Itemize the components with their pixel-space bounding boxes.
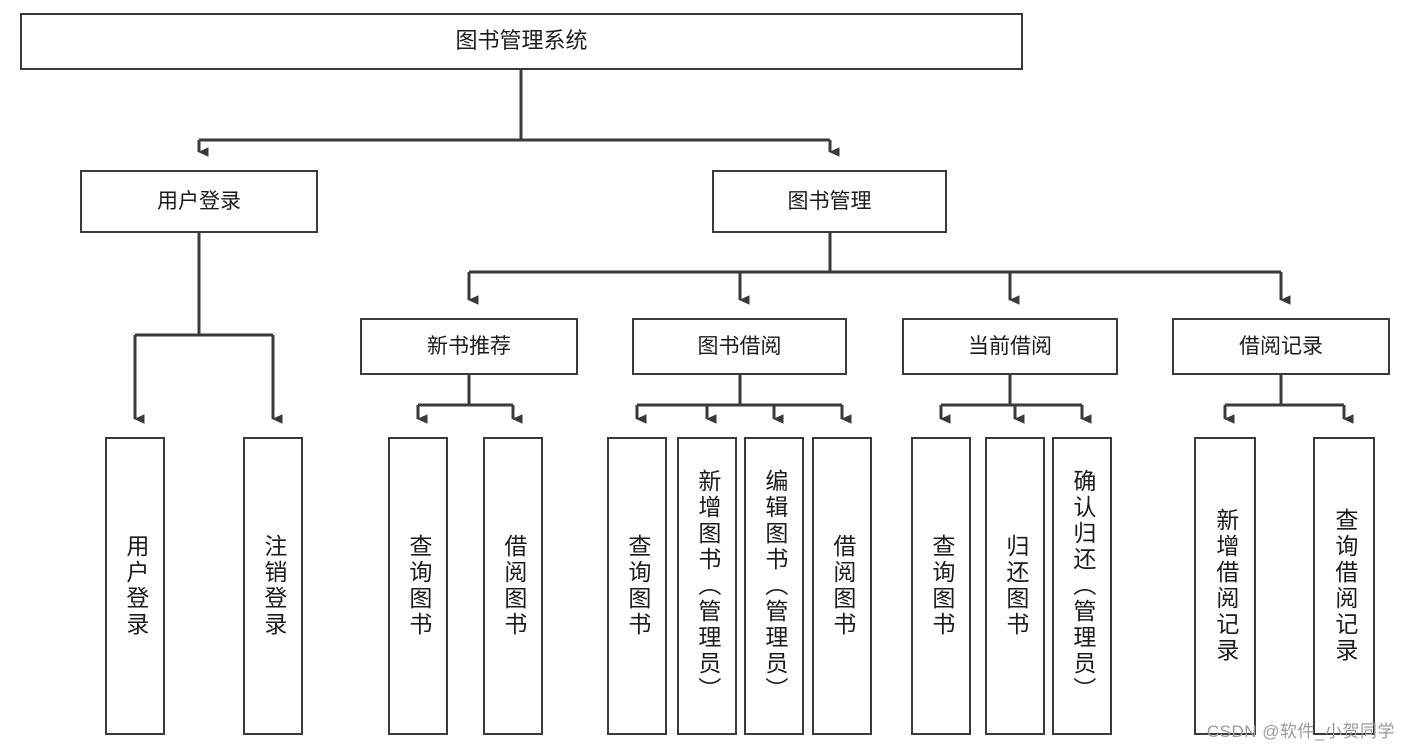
leaf-query-book-3[interactable]: 查询图书 <box>911 437 971 735</box>
node-label: 查询图书 <box>405 534 432 638</box>
node-label: 借阅图书 <box>829 534 856 638</box>
leaf-query-borrow-record[interactable]: 查询借阅记录 <box>1313 437 1375 735</box>
node-label: 新增图书（管理员） <box>694 469 721 703</box>
leaf-query-book-1[interactable]: 查询图书 <box>388 437 448 735</box>
node-label: 查询借阅记录 <box>1331 508 1358 664</box>
node-book-borrow[interactable]: 图书借阅 <box>632 318 847 375</box>
node-label: 新书推荐 <box>427 334 511 358</box>
node-label: 用户登录 <box>157 189 241 213</box>
node-label: 借阅记录 <box>1239 334 1323 358</box>
leaf-query-book-2[interactable]: 查询图书 <box>607 437 667 735</box>
node-label: 新增借阅记录 <box>1212 508 1239 664</box>
node-label: 注销登录 <box>260 534 287 638</box>
leaf-return-book[interactable]: 归还图书 <box>985 437 1045 735</box>
node-user-login[interactable]: 用户登录 <box>80 170 318 233</box>
node-label: 确认归还（管理员） <box>1069 469 1096 703</box>
node-label: 归还图书 <box>1002 534 1029 638</box>
node-current-borrow[interactable]: 当前借阅 <box>902 318 1118 375</box>
watermark: CSDN @软件_小贺同学 <box>1206 722 1395 741</box>
leaf-logout[interactable]: 注销登录 <box>243 437 303 735</box>
node-label: 查询图书 <box>624 534 651 638</box>
leaf-edit-book[interactable]: 编辑图书（管理员） <box>744 437 804 735</box>
leaf-add-borrow-record[interactable]: 新增借阅记录 <box>1194 437 1256 735</box>
node-new-book-recommend[interactable]: 新书推荐 <box>360 318 578 375</box>
node-label: 编辑图书（管理员） <box>761 469 788 703</box>
leaf-user-login[interactable]: 用户登录 <box>105 437 165 735</box>
node-book-manage[interactable]: 图书管理 <box>712 170 947 233</box>
node-label: 图书管理 <box>787 189 872 213</box>
leaf-borrow-book-2[interactable]: 借阅图书 <box>812 437 872 735</box>
leaf-confirm-return[interactable]: 确认归还（管理员） <box>1052 437 1112 735</box>
node-book-management-system[interactable]: 图书管理系统 <box>20 13 1023 70</box>
node-label: 借阅图书 <box>500 534 527 638</box>
node-borrow-record[interactable]: 借阅记录 <box>1172 318 1390 375</box>
node-label: 当前借阅 <box>968 334 1052 358</box>
node-label: 图书管理系统 <box>455 28 588 54</box>
node-label: 查询图书 <box>928 534 955 638</box>
node-label: 用户登录 <box>122 534 149 638</box>
leaf-add-book[interactable]: 新增图书（管理员） <box>677 437 737 735</box>
leaf-borrow-book-1[interactable]: 借阅图书 <box>483 437 543 735</box>
node-label: 图书借阅 <box>697 334 782 358</box>
